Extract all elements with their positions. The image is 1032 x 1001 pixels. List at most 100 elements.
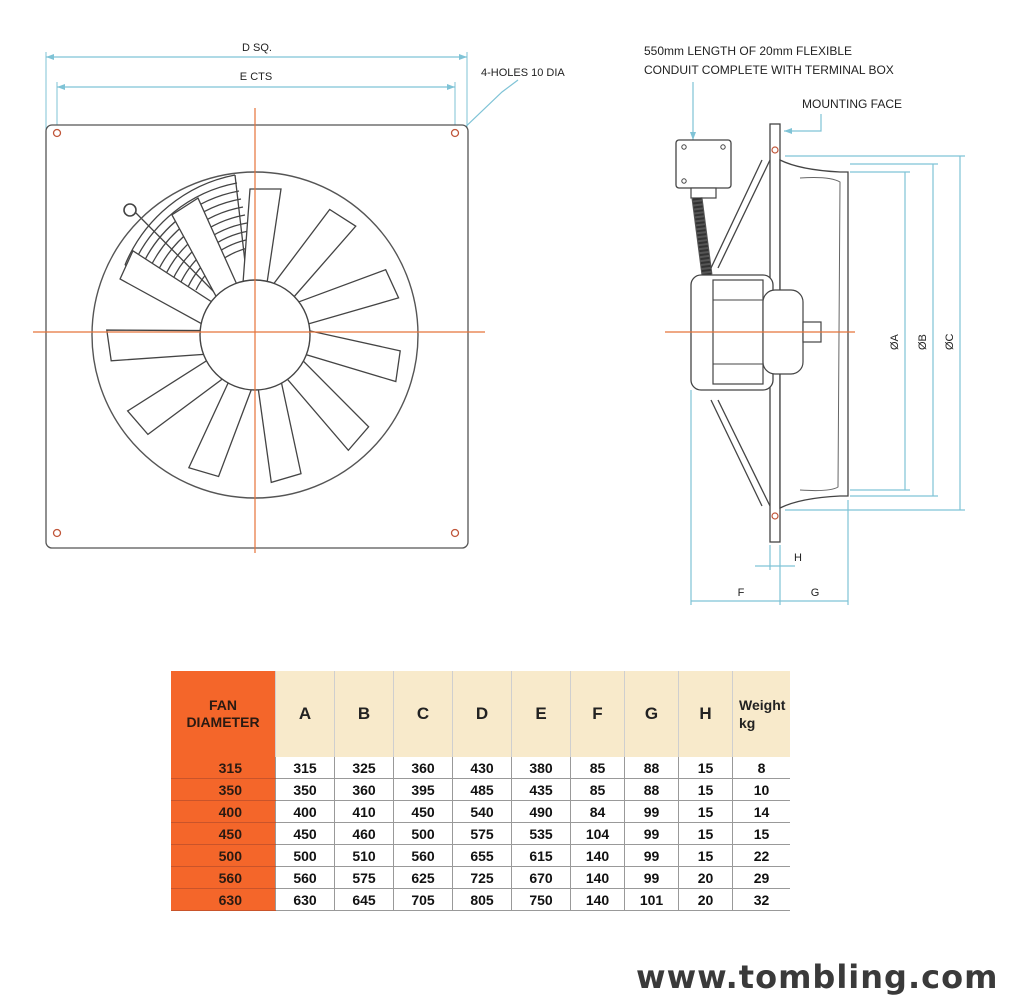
fixing-hole bbox=[52, 128, 62, 138]
guard-cone bbox=[710, 159, 771, 507]
table-cell: 360 bbox=[334, 778, 394, 801]
header-h: H bbox=[678, 671, 733, 757]
table-row: 315 315 325 360 430 380 85 88 15 8 bbox=[171, 757, 790, 779]
table-cell: 14 bbox=[732, 800, 790, 823]
dim-fgh bbox=[690, 390, 849, 605]
centre-lines bbox=[33, 108, 485, 553]
table-cell: 625 bbox=[393, 866, 453, 889]
table-cell: 360 bbox=[393, 757, 453, 779]
table-cell: 500 bbox=[393, 822, 453, 845]
table-cell: 400 bbox=[275, 800, 335, 823]
mounting-face-label: MOUNTING FACE bbox=[802, 97, 902, 111]
holes-label: 4-HOLES 10 DIA bbox=[481, 67, 565, 79]
header-c: C bbox=[393, 671, 453, 757]
row-diameter: 500 bbox=[171, 844, 276, 867]
table-cell: 705 bbox=[393, 888, 453, 911]
row-diameter: 400 bbox=[171, 800, 276, 823]
dim-b-label: ØB bbox=[917, 334, 929, 350]
header-e: E bbox=[511, 671, 571, 757]
dim-f-label: F bbox=[738, 587, 745, 599]
table-cell: 15 bbox=[678, 844, 733, 867]
table-row: 400 400 410 450 540 490 84 99 15 14 bbox=[171, 800, 790, 823]
table-row: 450 450 460 500 575 535 104 99 15 15 bbox=[171, 822, 790, 845]
table-cell: 450 bbox=[275, 822, 335, 845]
row-diameter: 315 bbox=[171, 757, 276, 779]
table-cell: 670 bbox=[511, 866, 571, 889]
row-diameter: 560 bbox=[171, 866, 276, 889]
table-cell: 460 bbox=[334, 822, 394, 845]
table-cell: 88 bbox=[624, 757, 679, 779]
front-view: D SQ. E CTS 4-HOLES 10 DIA bbox=[33, 42, 565, 553]
dim-d-sq: D SQ. bbox=[45, 42, 468, 130]
header-d: D bbox=[452, 671, 512, 757]
table-cell: 410 bbox=[334, 800, 394, 823]
table-cell: 15 bbox=[678, 822, 733, 845]
table-cell: 645 bbox=[334, 888, 394, 911]
table-cell: 140 bbox=[570, 866, 625, 889]
impeller-edge bbox=[799, 177, 841, 492]
table-cell: 485 bbox=[452, 778, 512, 801]
table-cell: 350 bbox=[275, 778, 335, 801]
website-url: www.tombling.com bbox=[636, 958, 999, 996]
corner-header: FAN DIAMETER bbox=[171, 671, 276, 757]
dim-e-label: E CTS bbox=[240, 71, 272, 83]
dim-d-label: D SQ. bbox=[242, 42, 272, 54]
table-cell: 22 bbox=[732, 844, 790, 867]
table-cell: 315 bbox=[275, 757, 335, 779]
table-cell: 750 bbox=[511, 888, 571, 911]
table-cell: 325 bbox=[334, 757, 394, 779]
dim-e-cts: E CTS bbox=[56, 71, 456, 128]
table-cell: 655 bbox=[452, 844, 512, 867]
header-g: G bbox=[624, 671, 679, 757]
corner-line2: DIAMETER bbox=[186, 714, 260, 730]
table-cell: 535 bbox=[511, 822, 571, 845]
table-cell: 85 bbox=[570, 778, 625, 801]
terminal-box bbox=[675, 139, 732, 199]
flange-hole bbox=[771, 146, 779, 154]
row-diameter: 630 bbox=[171, 888, 276, 911]
dim-diameters bbox=[785, 155, 965, 511]
table-header-row: FAN DIAMETER A B C D E F G H Weight kg bbox=[171, 671, 790, 757]
table-cell: 430 bbox=[452, 757, 512, 779]
table-cell: 29 bbox=[732, 866, 790, 889]
table-cell: 88 bbox=[624, 778, 679, 801]
dim-g-label: G bbox=[811, 587, 820, 599]
table-row: 630 630 645 705 805 750 140 101 20 32 bbox=[171, 888, 790, 911]
table-cell: 380 bbox=[511, 757, 571, 779]
fixing-holes bbox=[52, 128, 460, 538]
fixing-hole bbox=[450, 528, 460, 538]
conduit-note-line2: CONDUIT COMPLETE WITH TERMINAL BOX bbox=[644, 63, 894, 77]
table-cell: 85 bbox=[570, 757, 625, 779]
header-a: A bbox=[275, 671, 335, 757]
flexible-conduit bbox=[691, 197, 713, 276]
table-cell: 435 bbox=[511, 778, 571, 801]
conduit-note-line1: 550mm LENGTH OF 20mm FLEXIBLE bbox=[644, 44, 852, 58]
table-cell: 450 bbox=[393, 800, 453, 823]
table-cell: 99 bbox=[624, 866, 679, 889]
fan-drawings: D SQ. E CTS 4-HOLES 10 DIA bbox=[33, 42, 965, 605]
header-b: B bbox=[334, 671, 394, 757]
table-cell: 101 bbox=[624, 888, 679, 911]
dim-a-label: ØA bbox=[889, 333, 901, 350]
table-cell: 104 bbox=[570, 822, 625, 845]
dim-c-label: ØC bbox=[944, 333, 956, 350]
table-row: 500 500 510 560 655 615 140 99 15 22 bbox=[171, 844, 790, 867]
table-cell: 500 bbox=[275, 844, 335, 867]
table-cell: 575 bbox=[452, 822, 512, 845]
fixing-hole bbox=[52, 528, 62, 538]
table-cell: 805 bbox=[452, 888, 512, 911]
table-cell: 15 bbox=[678, 800, 733, 823]
table-cell: 575 bbox=[334, 866, 394, 889]
fan-blades bbox=[106, 188, 401, 484]
table-row: 350 350 360 395 485 435 85 88 15 10 bbox=[171, 778, 790, 801]
corner-line1: FAN bbox=[209, 697, 237, 713]
table-cell: 99 bbox=[624, 800, 679, 823]
weight-line2: kg bbox=[739, 715, 756, 731]
table-cell: 560 bbox=[393, 844, 453, 867]
table-cell: 15 bbox=[678, 757, 733, 779]
side-view: 550mm LENGTH OF 20mm FLEXIBLE CONDUIT CO… bbox=[644, 44, 965, 605]
row-diameter: 350 bbox=[171, 778, 276, 801]
mounting-face-leader bbox=[784, 114, 822, 132]
table-cell: 99 bbox=[624, 822, 679, 845]
